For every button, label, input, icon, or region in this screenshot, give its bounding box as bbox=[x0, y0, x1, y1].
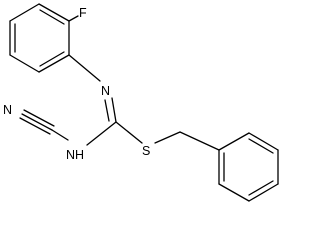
nh-c-bond bbox=[51, 129, 69, 141]
nh-label: NH bbox=[66, 148, 84, 162]
imine-double-bond bbox=[104, 97, 117, 123]
s-ch2-bond bbox=[154, 131, 181, 144]
nitrile-nitrogen-label: N bbox=[3, 103, 12, 117]
sulfur-label: S bbox=[142, 144, 150, 158]
c-s-bond bbox=[115, 121, 143, 144]
structure-diagram: F N N NH S bbox=[3, 3, 279, 202]
fluorine-label: F bbox=[79, 6, 87, 20]
nitrile-triple-bond bbox=[19, 109, 55, 135]
c-nh-bond bbox=[86, 121, 117, 146]
imine-nitrogen-label: N bbox=[101, 84, 110, 98]
phenyl-ring bbox=[218, 132, 279, 202]
aryl-n-bond bbox=[68, 54, 101, 82]
fluorophenyl-ring bbox=[9, 3, 70, 73]
ch2-phenyl-bond bbox=[179, 131, 220, 151]
c-f-bond bbox=[68, 15, 79, 22]
